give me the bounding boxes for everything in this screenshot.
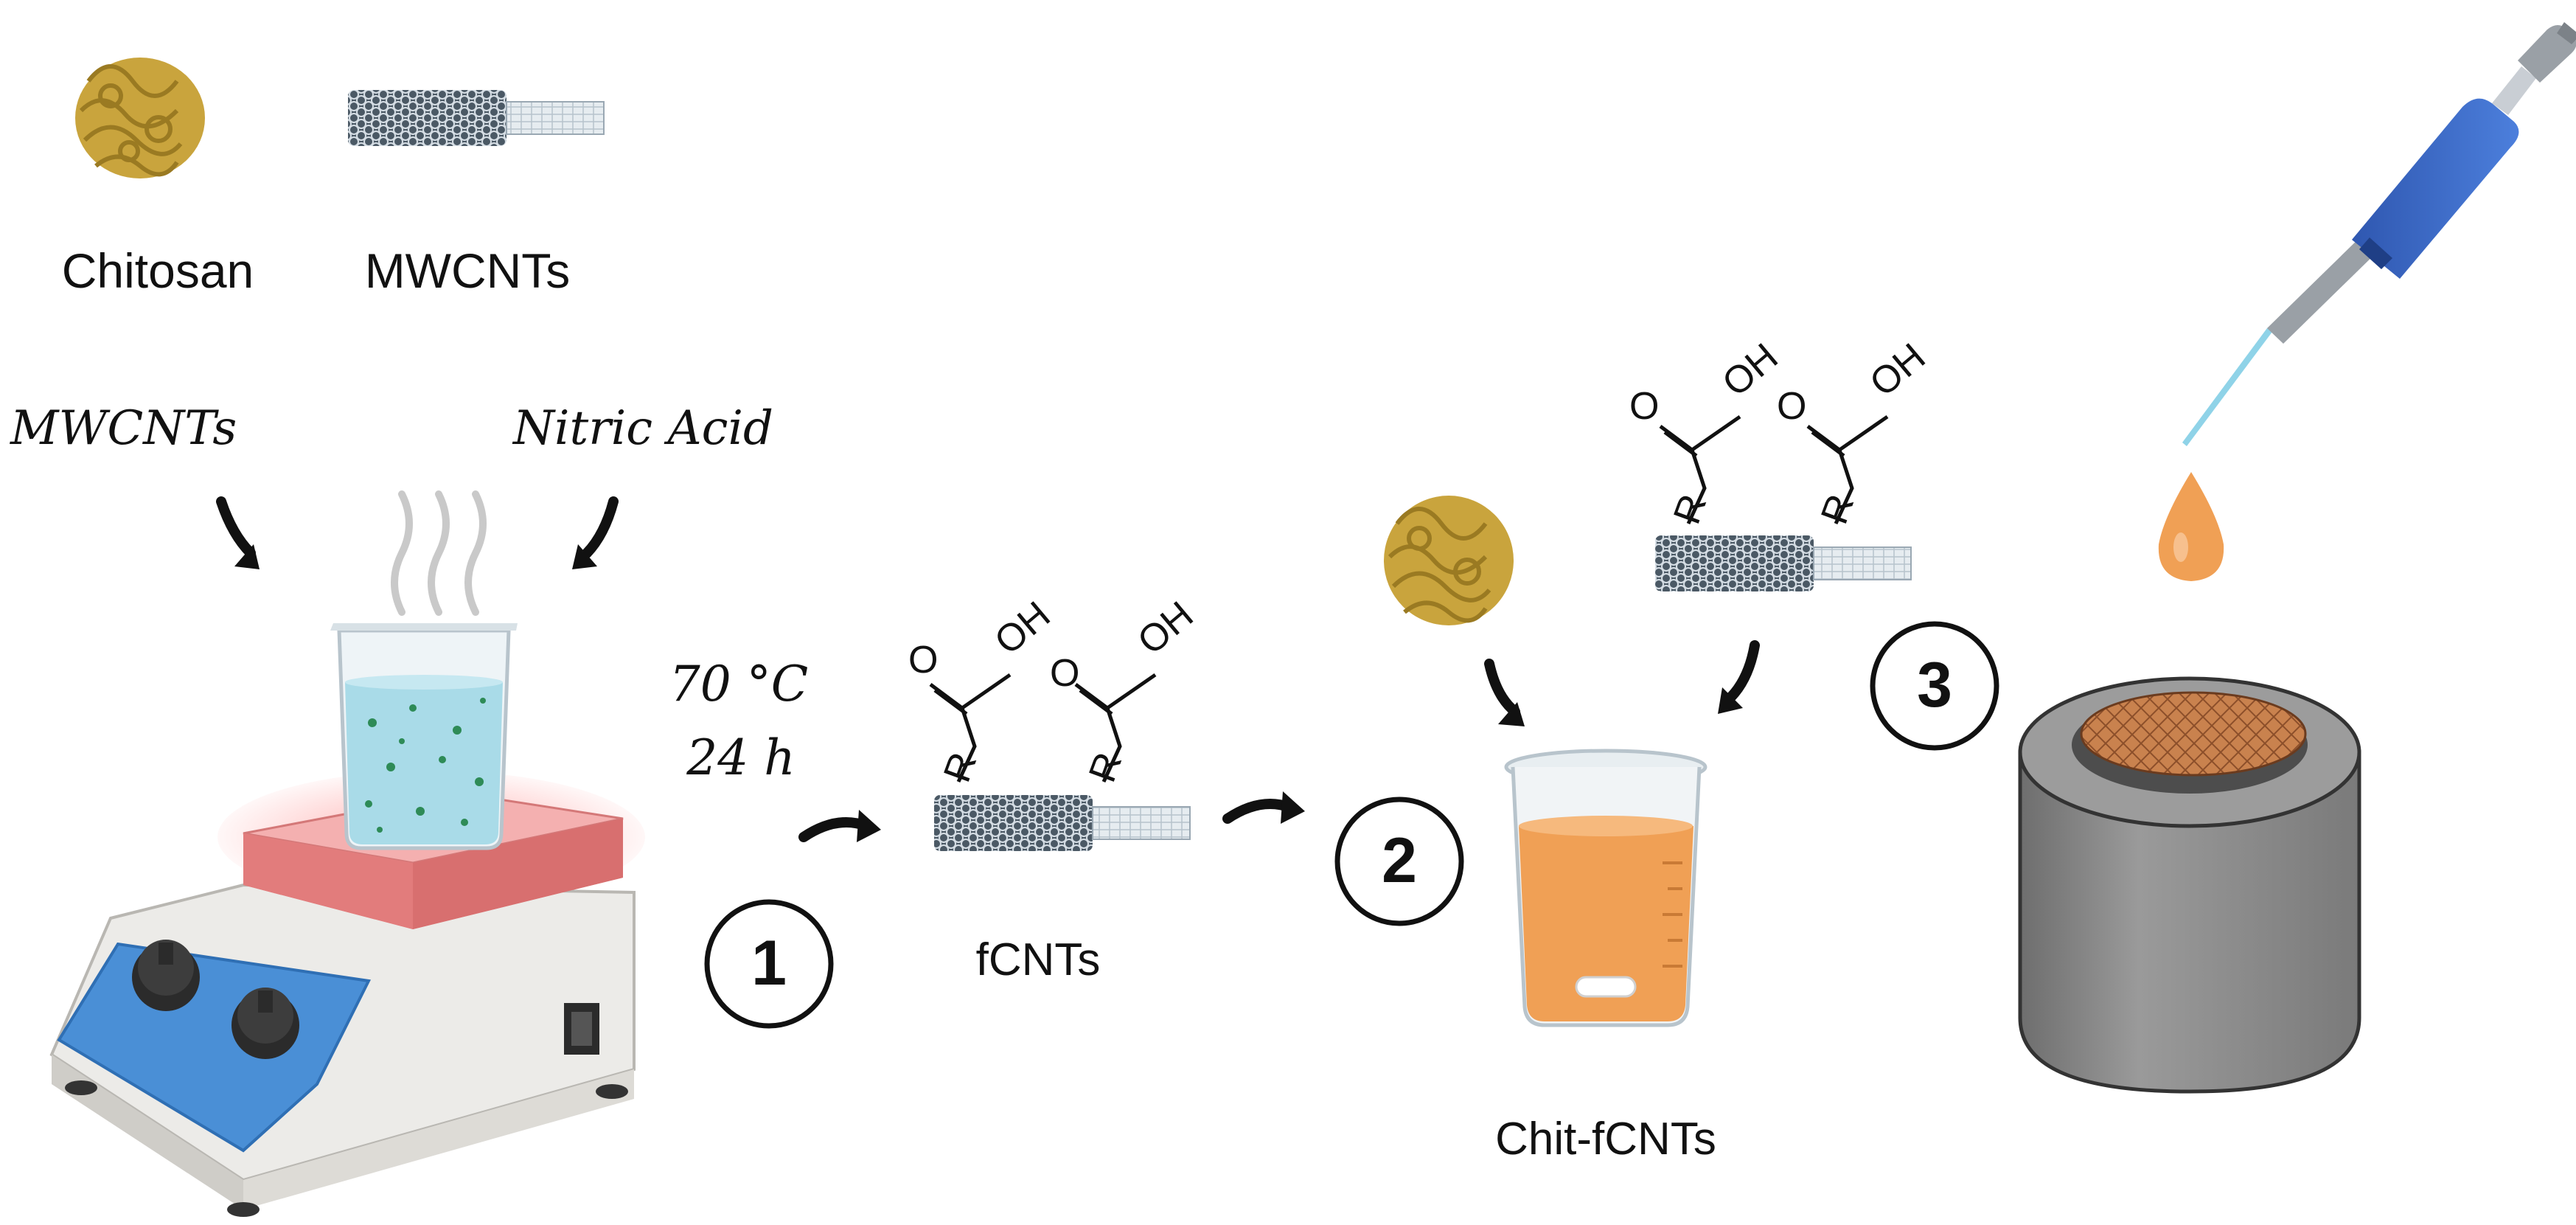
carboxyl-group-4 bbox=[1806, 414, 1889, 525]
chitosan-legend-label: Chitosan bbox=[62, 243, 254, 298]
fcnt-hydroxyl-2: OH bbox=[1129, 594, 1201, 664]
fcnt-to-beaker-arrow bbox=[1718, 640, 1760, 714]
temperature-knob bbox=[132, 940, 200, 1011]
time-label: 24 h bbox=[686, 729, 795, 786]
nitric-acid-input-arrow bbox=[572, 496, 619, 569]
fcnt-ingredient-icon bbox=[1655, 535, 1912, 591]
mwcnt-icon bbox=[348, 90, 605, 146]
composite-beaker bbox=[1504, 749, 1708, 1027]
fcnt-r-group-2: R bbox=[1081, 747, 1130, 788]
hotplate-stirrer bbox=[49, 771, 645, 1217]
carboxyl-group-2 bbox=[1074, 673, 1157, 783]
composite-label: Chit-fCNTs bbox=[1495, 1114, 1716, 1165]
step-2-number: 2 bbox=[1382, 825, 1417, 896]
fcnts-label: fCNTs bbox=[976, 934, 1101, 985]
fcnt-hydroxyl-1: OH bbox=[986, 594, 1058, 664]
step-1-badge: 1 bbox=[704, 899, 834, 1029]
nitric-acid-input-label: Nitric Acid bbox=[512, 401, 773, 456]
steam-icon bbox=[391, 490, 487, 616]
step1-arrow bbox=[798, 810, 881, 842]
mwcnts-legend-label: MWCNTs bbox=[365, 243, 571, 298]
reaction-beaker bbox=[330, 623, 518, 850]
ingredient-oxygen-2: O bbox=[1777, 385, 1806, 428]
power-switch bbox=[564, 1003, 599, 1055]
pipette-icon bbox=[2182, 22, 2576, 446]
chitosan-icon bbox=[75, 58, 205, 178]
fcnt-oxygen-1: O bbox=[908, 639, 938, 681]
chitosan-ingredient-icon bbox=[1384, 496, 1514, 625]
ingredient-hydroxyl-2: OH bbox=[1862, 336, 1933, 406]
carboxyl-group-1 bbox=[929, 673, 1012, 783]
carboxyl-group-3 bbox=[1659, 414, 1741, 525]
ingredient-oxygen-1: O bbox=[1629, 385, 1659, 428]
fcnt-icon bbox=[934, 795, 1191, 851]
step-2-badge: 2 bbox=[1334, 797, 1464, 926]
mwcnts-input-arrow bbox=[216, 496, 260, 569]
chitosan-to-beaker-arrow bbox=[1484, 659, 1525, 726]
fcnt-oxygen-2: O bbox=[1050, 652, 1079, 695]
ingredient-hydroxyl-1: OH bbox=[1714, 336, 1786, 406]
mwcnts-input-label: MWCNTs bbox=[10, 401, 237, 456]
electrode-icon bbox=[2018, 676, 2361, 1094]
step2-arrow bbox=[1222, 791, 1305, 824]
step-1-number: 1 bbox=[751, 928, 787, 999]
speed-knob bbox=[232, 988, 299, 1059]
ingredient-r-group-2: R bbox=[1813, 489, 1862, 530]
temperature-label: 70 °C bbox=[669, 656, 808, 712]
fcnt-r-group-1: R bbox=[936, 747, 985, 788]
step-3-badge: 3 bbox=[1870, 621, 1999, 751]
step-3-number: 3 bbox=[1917, 650, 1952, 721]
ingredient-r-group-1: R bbox=[1665, 489, 1715, 530]
drop-icon bbox=[2158, 472, 2224, 581]
stir-bar-icon bbox=[1575, 976, 1637, 998]
electrode-surface bbox=[2080, 691, 2307, 777]
